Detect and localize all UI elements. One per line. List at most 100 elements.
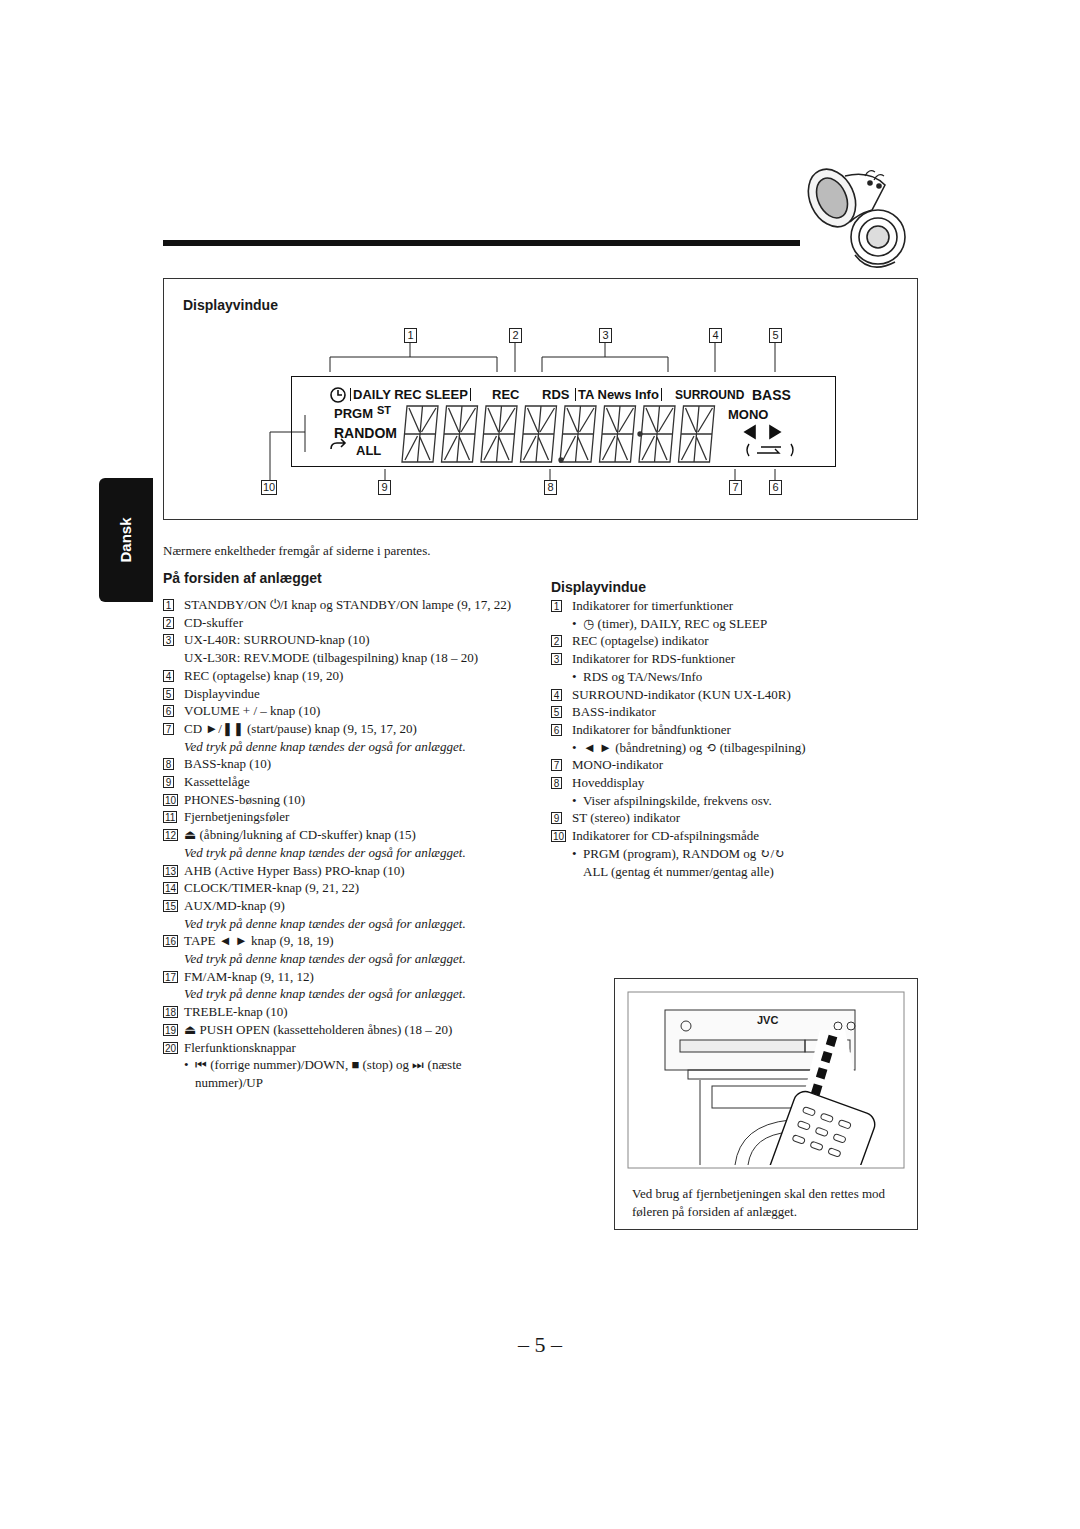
bullet: • xyxy=(572,792,583,810)
item-number-cell: 13 xyxy=(163,862,184,877)
segment-digit xyxy=(521,406,557,462)
item-text: ⏏ (åbning/lukning af CD-skuffer) knap (1… xyxy=(184,826,416,844)
list-row: 2REC (optagelse) indikator xyxy=(551,632,901,650)
item-text: CD ►/❚❚ (start/pause) knap (9, 15, 17, 2… xyxy=(184,720,417,738)
item-text: UX-L40R: SURROUND-knap (10) xyxy=(184,631,370,649)
item-number: 1 xyxy=(163,599,174,611)
lcd-indicator: ALL xyxy=(356,444,381,457)
callout-number: 1 xyxy=(404,328,417,343)
bullet: • xyxy=(572,845,583,863)
item-text: ST (stereo) indikator xyxy=(572,809,680,827)
callout-number: 2 xyxy=(509,328,522,343)
segment-digit xyxy=(481,406,517,462)
item-number: 4 xyxy=(551,689,562,701)
item-text: Hoveddisplay xyxy=(572,774,644,792)
lcd-indicator: BASS xyxy=(752,388,791,402)
frame-title: Displayvindue xyxy=(183,296,278,314)
bullet: • xyxy=(184,1056,195,1074)
item-number: 8 xyxy=(551,777,562,789)
item-number: 8 xyxy=(163,758,174,770)
list-row: 5BASS-indikator xyxy=(551,703,901,721)
item-text: STANDBY/ON ⏻/I knap og STANDBY/ON lampe … xyxy=(184,596,511,614)
callout-number: 6 xyxy=(769,480,782,495)
item-number-cell: 6 xyxy=(163,702,184,717)
list-row: 15AUX/MD-knap (9) xyxy=(163,897,523,915)
item-text: FM/AM-knap (9, 11, 12) xyxy=(184,968,314,986)
item-number: 9 xyxy=(551,812,562,824)
item-text: Indikatorer for båndfunktioner xyxy=(572,721,731,739)
list-row: •PRGM (program), RANDOM og ↻/↻ ALL (gent… xyxy=(551,845,901,880)
item-number: 14 xyxy=(163,882,178,894)
item-number: 1 xyxy=(551,600,562,612)
list-row: Ved tryk på denne knap tændes der også f… xyxy=(163,985,523,1003)
horn-illustration xyxy=(799,162,905,268)
list-row: Ved tryk på denne knap tændes der også f… xyxy=(163,915,523,933)
lcd-display: DAILY REC SLEEPRECRDSTA News InfoSURROUN… xyxy=(291,376,836,467)
item-text: SURROUND-indikator (KUN UX-L40R) xyxy=(572,686,791,704)
item-number: 5 xyxy=(163,688,174,700)
item-number-cell: 17 xyxy=(163,968,184,983)
list-row: 20Flerfunktionsknappar xyxy=(163,1039,523,1057)
item-number-cell: 5 xyxy=(163,685,184,700)
item-number: 10 xyxy=(551,830,566,842)
list-row: 12 ⏏ (åbning/lukning af CD-skuffer) knap … xyxy=(163,826,523,844)
list-row: •◄ ► (båndretning) og ⟲ (tilbagespilning… xyxy=(551,739,901,757)
callout-number: 3 xyxy=(599,328,612,343)
lcd-indicator: RANDOM xyxy=(334,426,397,440)
list-row: Ved tryk på denne knap tændes der også f… xyxy=(163,950,523,968)
item-number-cell: 9 xyxy=(163,773,184,788)
lcd-indicator: TA News Info xyxy=(575,388,662,401)
front-panel-list: 1 STANDBY/ON ⏻/I knap og STANDBY/ON lampe… xyxy=(163,596,523,1092)
bullet: • xyxy=(572,668,583,686)
item-text: PHONES-bøsning (10) xyxy=(184,791,305,809)
list-row: 10Indikatorer for CD-afspilningsmåde xyxy=(551,827,901,845)
list-row: 9 ST (stereo) indikator xyxy=(551,809,901,827)
item-number-cell: 1 xyxy=(551,597,572,612)
callout-number: 4 xyxy=(709,328,722,343)
segment-digit xyxy=(679,406,715,462)
language-tab: Dansk xyxy=(99,478,153,602)
item-number: 6 xyxy=(551,724,562,736)
segment-digit xyxy=(402,406,438,462)
item-number-cell: 16 xyxy=(163,932,184,947)
bullet-text: ◄ ► (båndretning) og ⟲ (tilbagespilning) xyxy=(583,739,806,757)
item-number: 5 xyxy=(551,706,562,718)
item-number-cell: 8 xyxy=(163,755,184,770)
list-row: 1 STANDBY/ON ⏻/I knap og STANDBY/ON lampe… xyxy=(163,596,523,614)
item-number-cell: 6 xyxy=(551,721,572,736)
callout-number: 7 xyxy=(729,480,742,495)
display-list: 1Indikatorer for timerfunktioner•◷ (time… xyxy=(551,597,901,880)
item-number: 16 xyxy=(163,935,178,947)
item-number: 12 xyxy=(163,829,178,841)
list-row: 5Displayvindue xyxy=(163,685,523,703)
segment-digit xyxy=(442,406,478,462)
item-number-cell: 7 xyxy=(163,720,184,735)
item-text: Kassettelåge xyxy=(184,773,250,791)
lcd-indicator: REC xyxy=(492,388,519,401)
item-number-cell: 4 xyxy=(163,667,184,682)
item-number: 13 xyxy=(163,865,178,877)
callout-number: 9 xyxy=(378,480,391,495)
item-number: 15 xyxy=(163,900,178,912)
list-row: 6 Indikatorer for båndfunktioner xyxy=(551,721,901,739)
page-number: – 5 – xyxy=(518,1333,562,1357)
bullet-text: RDS og TA/News/Info xyxy=(583,668,702,686)
list-row: 8 BASS-knap (10) xyxy=(163,755,523,773)
item-text: MONO-indikator xyxy=(572,756,663,774)
list-row: 9Kassettelåge xyxy=(163,773,523,791)
item-text: VOLUME + / – knap (10) xyxy=(184,702,320,720)
item-text: BASS-knap (10) xyxy=(184,755,271,773)
list-row: 7MONO-indikator xyxy=(551,756,901,774)
item-number-cell: 2 xyxy=(551,632,572,647)
item-number: 3 xyxy=(163,634,174,646)
lcd-indicator: RDS xyxy=(542,388,569,401)
list-row: •RDS og TA/News/Info xyxy=(551,668,901,686)
section-heading: Displayvindue xyxy=(551,578,646,596)
remote-caption: Ved brug af fjernbetjeningen skal den re… xyxy=(632,1185,910,1220)
list-row: 3 UX-L40R: SURROUND-knap (10) xyxy=(163,631,523,649)
item-note: Ved tryk på denne knap tændes der også f… xyxy=(184,915,466,933)
item-number: 3 xyxy=(551,653,562,665)
item-number: 6 xyxy=(163,705,174,717)
item-number-cell: 3 xyxy=(551,650,572,665)
item-note: Ved tryk på denne knap tændes der også f… xyxy=(184,844,466,862)
